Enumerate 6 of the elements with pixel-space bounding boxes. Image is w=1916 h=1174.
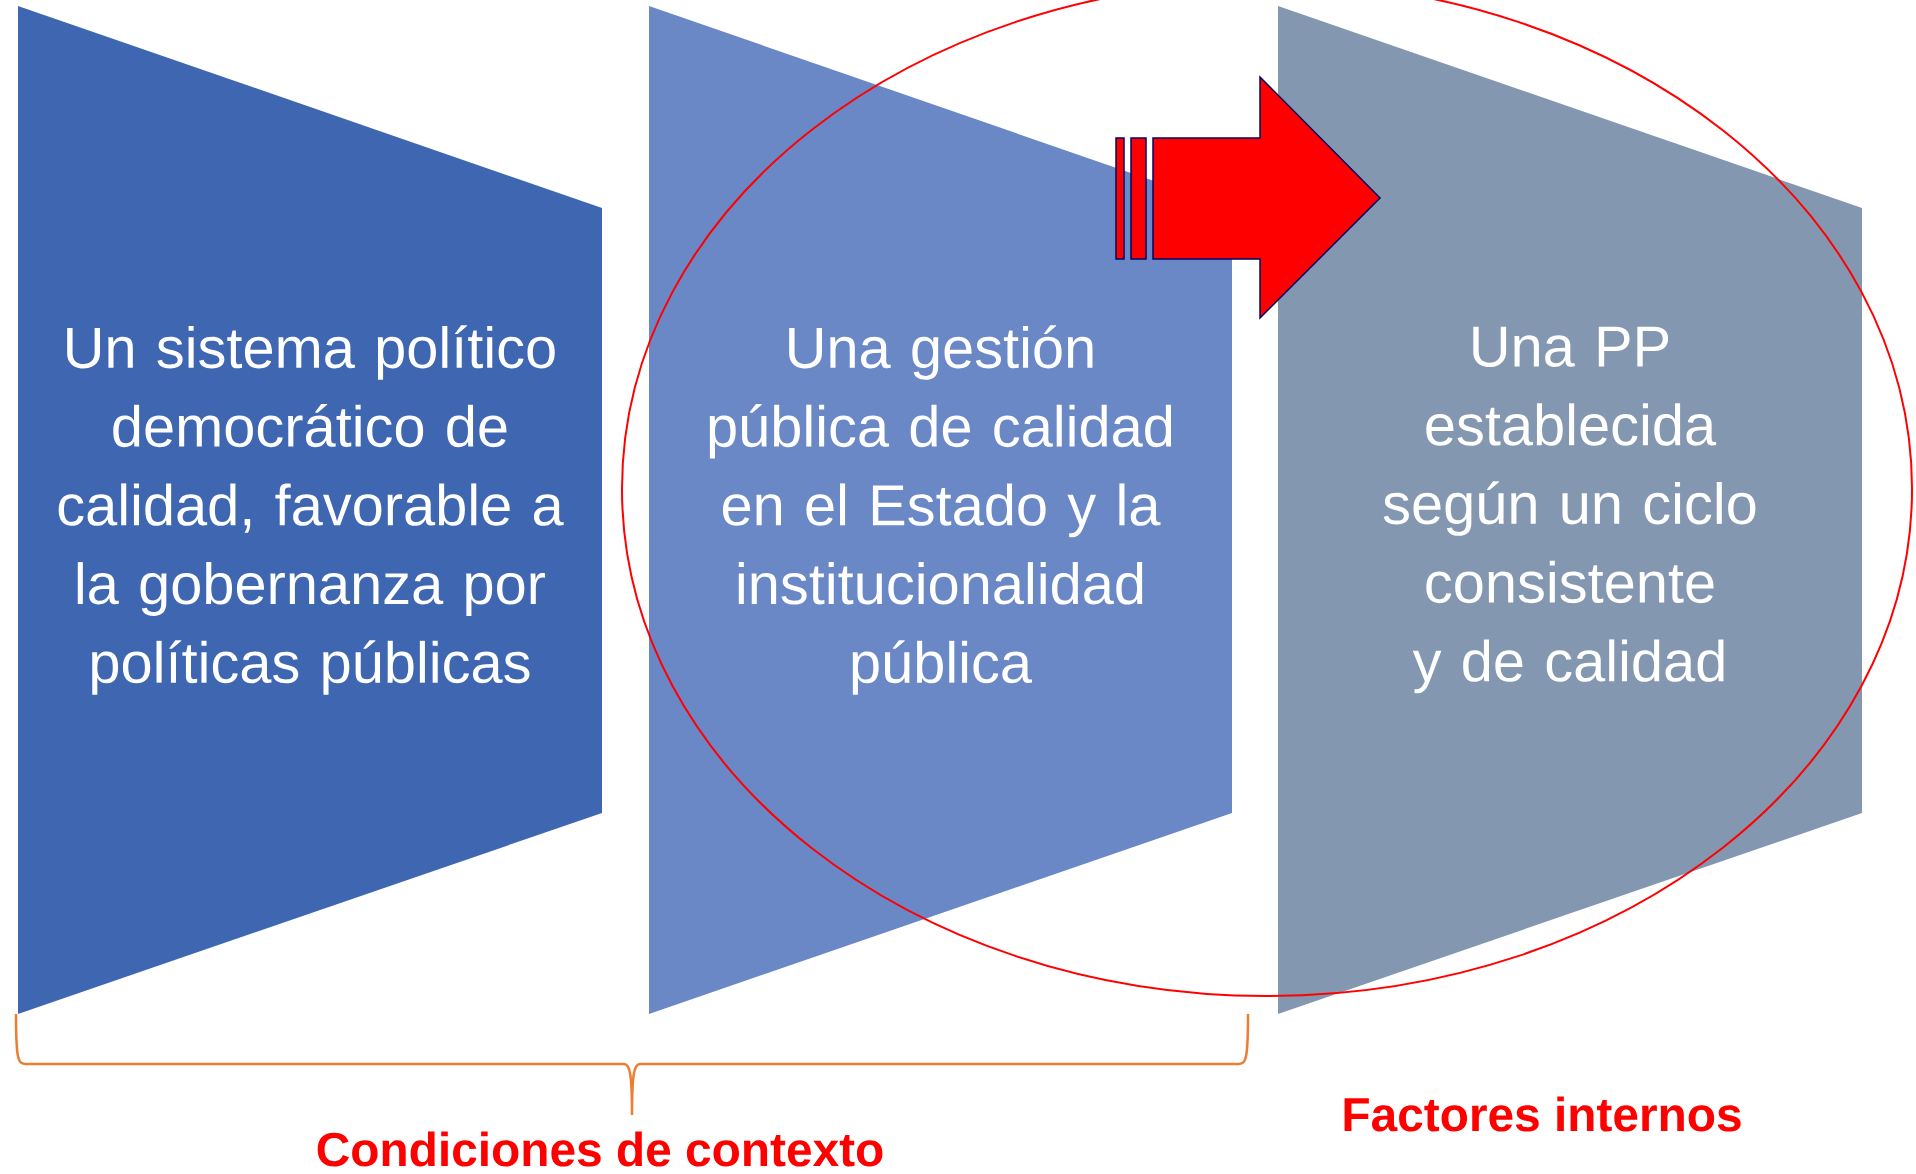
chevron-panel: Un sistema político democrático de calidad, favorable a la gobernanza por políticas públicas (18, 6, 602, 1014)
block-arrow (1115, 75, 1382, 320)
chevron-panel: Una PP establecida según un ciclo consistente y de calidad (1278, 6, 1862, 1014)
group-label: Condiciones de contexto (317, 1131, 883, 1167)
group-label: Factores internos (1344, 1096, 1741, 1132)
chevron-panel: Una gestión pública de calidad en el Estado y la institucionalidad pública (649, 6, 1232, 1014)
